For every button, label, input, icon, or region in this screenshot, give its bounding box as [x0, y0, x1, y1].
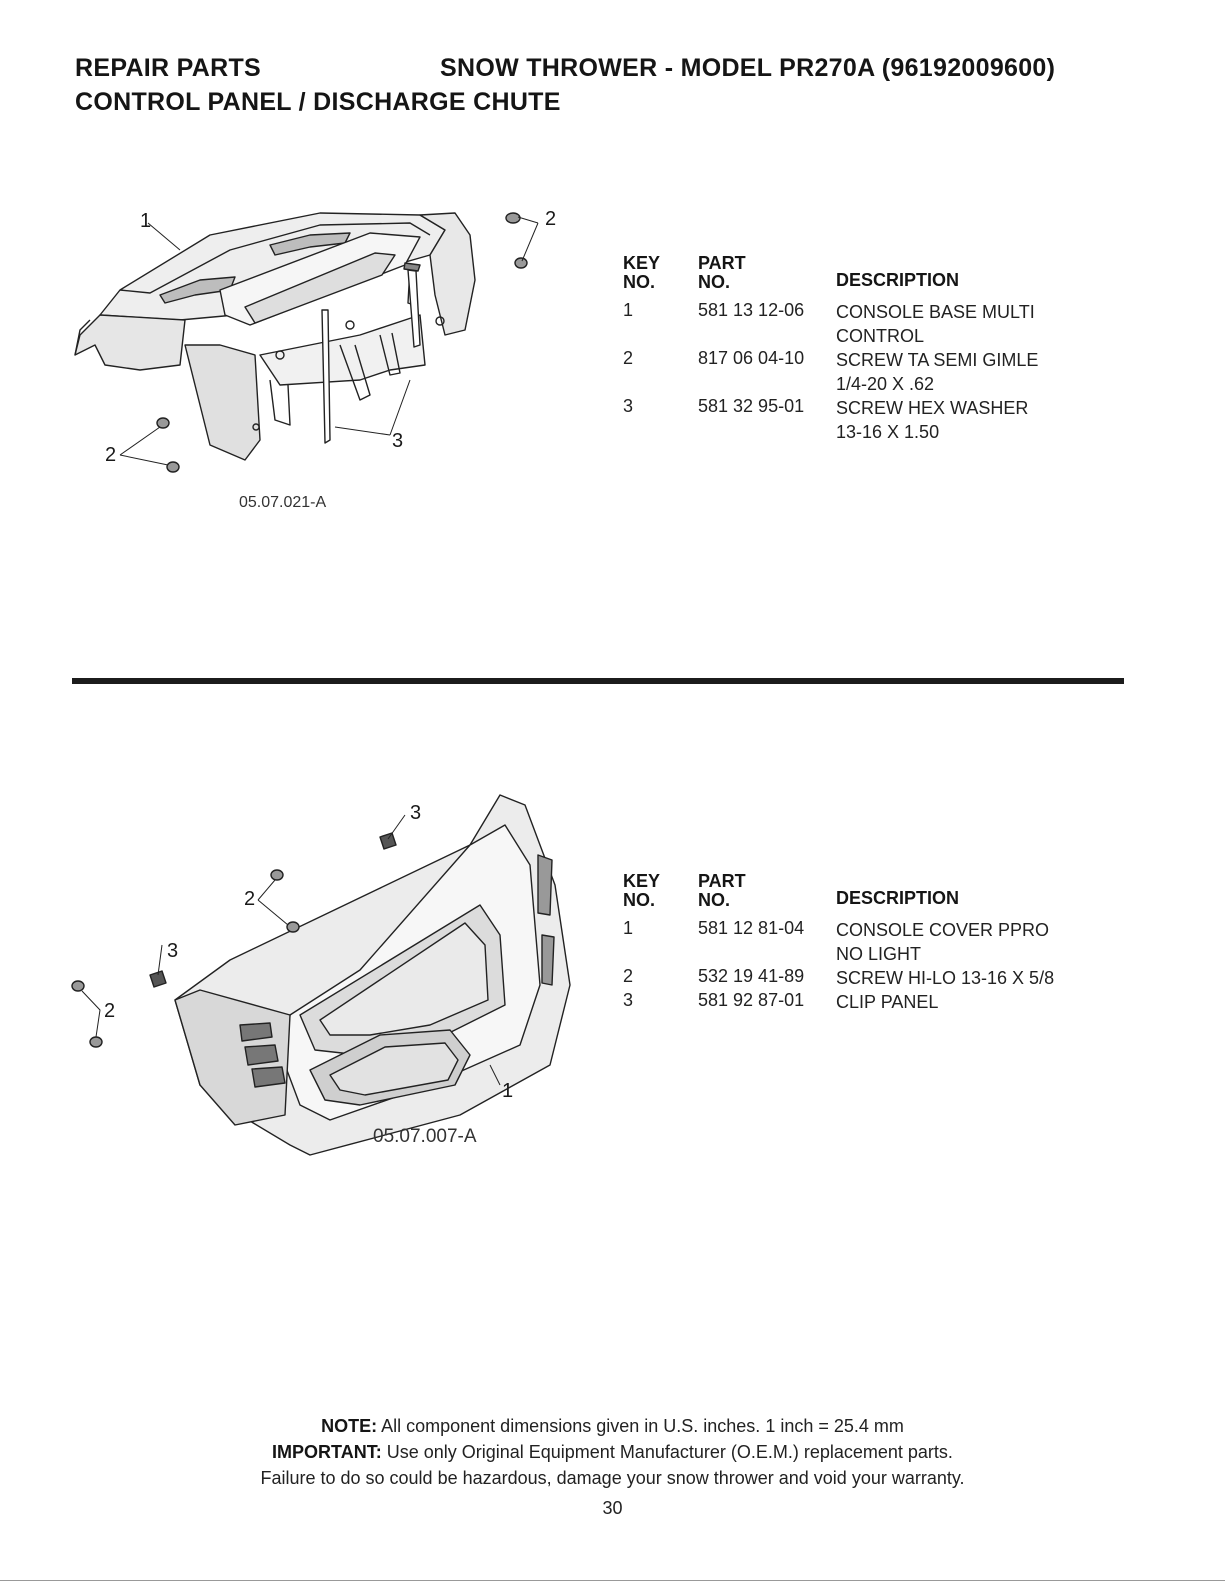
model-heading: SNOW THROWER - MODEL PR270A (96192009600… [440, 54, 1056, 82]
callout-1-sec1: 1 [140, 210, 152, 232]
col-description-header: DESCRIPTION [836, 270, 960, 290]
console-base-illustration [60, 195, 580, 495]
section-divider [72, 678, 1124, 684]
figure-code: 05.07.021-A [239, 494, 327, 511]
section-heading: REPAIR PARTS [75, 54, 262, 82]
footer-warning: Failure to do so could be hazardous, dam… [260, 1468, 965, 1488]
callout-3b-sec2: 3 [167, 940, 179, 962]
footer-note: NOTE: All component dimensions given in … [0, 1416, 1225, 1437]
callout-3-sec1: 3 [392, 430, 404, 452]
page-number: 30 [602, 1498, 623, 1518]
important-label: IMPORTANT: [272, 1442, 382, 1462]
note-text: All component dimensions given in U.S. i… [377, 1416, 904, 1436]
page-bottom-edge [0, 1580, 1225, 1581]
footer-important: IMPORTANT: Use only Original Equipment M… [0, 1442, 1225, 1463]
note-label: NOTE: [321, 1416, 378, 1436]
callout-2a-sec2: 2 [244, 888, 256, 910]
important-text: Use only Original Equipment Manufacturer… [381, 1442, 953, 1462]
callout-2b-sec2: 2 [104, 1000, 116, 1022]
figure-code: 05.07.007-A [373, 1126, 477, 1147]
callout-1-sec2: 1 [502, 1080, 514, 1102]
callout-3a-sec2: 3 [410, 802, 422, 824]
console-cover-illustration [60, 785, 590, 1165]
col-description-header: DESCRIPTION [836, 888, 960, 908]
page-subtitle: CONTROL PANEL / DISCHARGE CHUTE [75, 88, 561, 116]
callout-2a-sec1: 2 [545, 208, 557, 230]
callout-2b-sec1: 2 [105, 444, 117, 466]
